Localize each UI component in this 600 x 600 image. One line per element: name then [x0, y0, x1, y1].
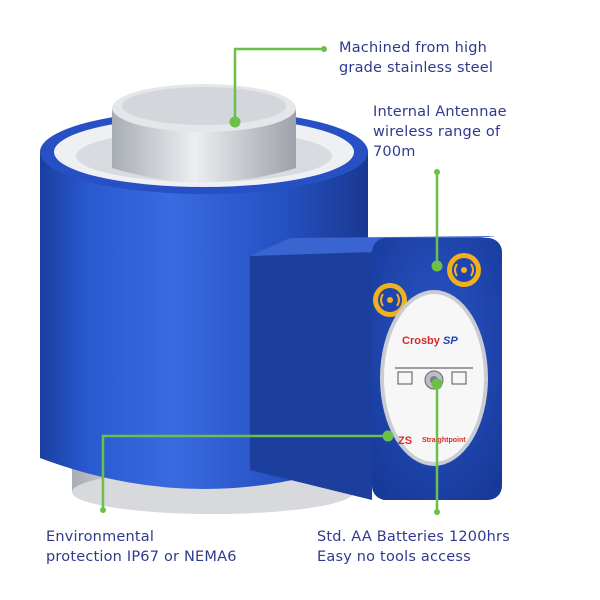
callout-environment-line-1: Environmental	[46, 529, 155, 545]
maker-straightpoint-text: Straightpoint	[422, 437, 466, 444]
callout-leader-antenna	[431, 169, 443, 272]
callout-label-batteries: Std. AA Batteries 1200hrs Easy no tools …	[317, 527, 510, 567]
callout-dot-icon	[431, 260, 443, 272]
maker-zs-text: ZS	[398, 435, 412, 447]
callout-antenna-line-3: 700m	[373, 144, 416, 160]
callout-dot-icon	[431, 378, 443, 390]
callout-leader-batteries	[431, 378, 443, 515]
callout-dot-icon	[229, 116, 241, 128]
callout-label-environment: Environmental protection IP67 or NEMA6	[46, 527, 237, 567]
steel-top-post	[112, 84, 296, 182]
callout-environment-line-2: protection IP67 or NEMA6	[46, 549, 237, 565]
callout-label-steel: Machined from high grade stainless steel	[339, 38, 493, 78]
callout-steel-line-1: Machined from high	[339, 40, 488, 56]
callout-steel-line-2: grade stainless steel	[339, 60, 494, 76]
wireless-signal-icon	[373, 283, 407, 317]
wireless-signal-icon	[447, 253, 481, 287]
callout-antenna-line-1: Internal Antennae	[373, 104, 507, 120]
callout-antenna-line-2: wireless range of	[373, 124, 501, 140]
callout-leader-steel	[229, 46, 327, 128]
brand-crosby-text: Crosby	[402, 335, 441, 347]
callout-batteries-line-1: Std. AA Batteries 1200hrs	[317, 529, 510, 545]
battery-cover-disc	[380, 290, 488, 466]
callout-label-antenna: Internal Antennae wireless range of 700m	[373, 102, 507, 162]
callout-leader-environment	[100, 430, 394, 513]
brand-sp-text: SP	[443, 335, 458, 347]
callout-dot-icon	[382, 430, 394, 442]
callout-batteries-line-2: Easy no tools access	[317, 549, 471, 565]
